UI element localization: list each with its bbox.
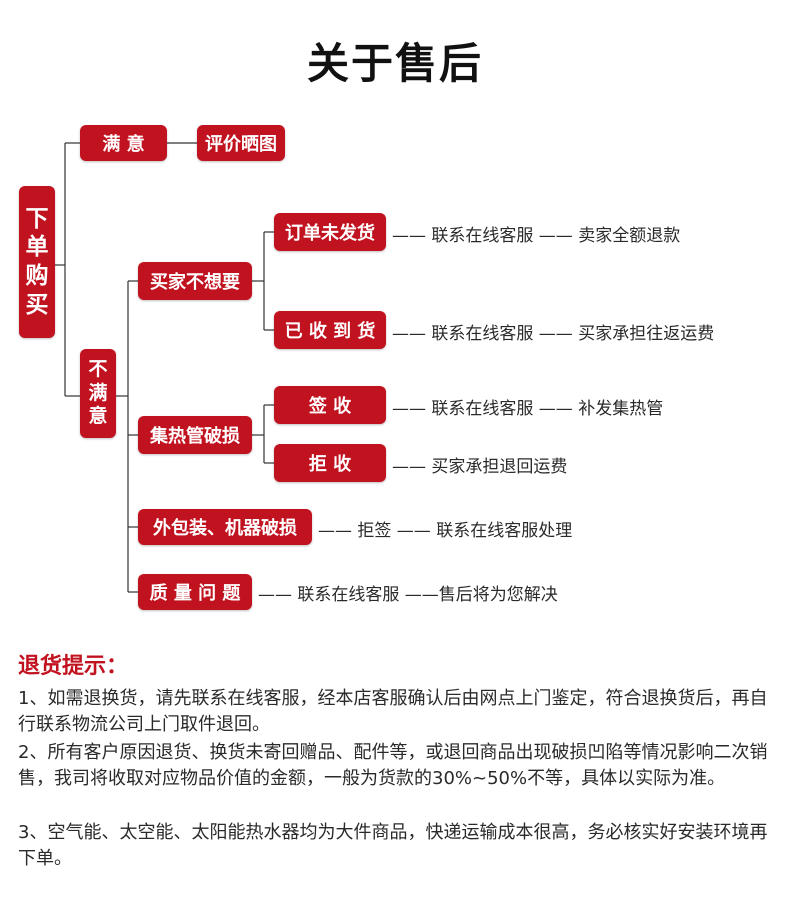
node-reject: 拒 收	[274, 444, 386, 482]
node-unsatisfied: 不 满 意	[80, 349, 116, 438]
node-not-shipped: 订单未发货	[274, 213, 386, 251]
notice-item-1: 1、如需退换货，请先联系在线客服，经本店客服确认后由网点上门鉴定，符合退换货后，…	[18, 688, 768, 735]
notice-item-2: 2、所有客户原因退货、换货未寄回赠品、配件等，或退回商品出现破损凹陷等情况影响二…	[18, 742, 768, 789]
node-satisfied: 满 意	[80, 125, 167, 161]
outcome-received: —— 联系在线客服 —— 买家承担往返运费	[392, 324, 715, 344]
node-tube-broken: 集热管破损	[138, 416, 252, 454]
node-review: 评价晒图	[197, 125, 285, 161]
node-dont-want: 买家不想要	[138, 262, 252, 300]
page-title: 关于售后	[306, 39, 483, 88]
outcome-reject: —— 买家承担退回运费	[392, 457, 568, 477]
node-quality: 质 量 问 题	[138, 574, 252, 610]
outcome-sign: —— 联系在线客服 —— 补发集热管	[392, 399, 664, 419]
node-received: 已 收 到 货	[274, 311, 386, 349]
node-sign: 签 收	[274, 386, 386, 424]
outcome-not-shipped: —— 联系在线客服 —— 卖家全额退款	[392, 226, 681, 246]
node-package-broken: 外包装、机器破损	[138, 509, 312, 545]
notice-heading: 退货提示：	[18, 654, 129, 679]
outcome-package-broken: —— 拒签 —— 联系在线客服处理	[318, 521, 573, 541]
root-node-order: 下 单 购 买	[19, 186, 55, 338]
outcome-quality: —— 联系在线客服 ——售后将为您解决	[258, 585, 558, 605]
notice-item-3: 3、空气能、太空能、太阳能热水器均为大件商品，快递运输成本很高，务必核实好安装环…	[18, 822, 768, 869]
